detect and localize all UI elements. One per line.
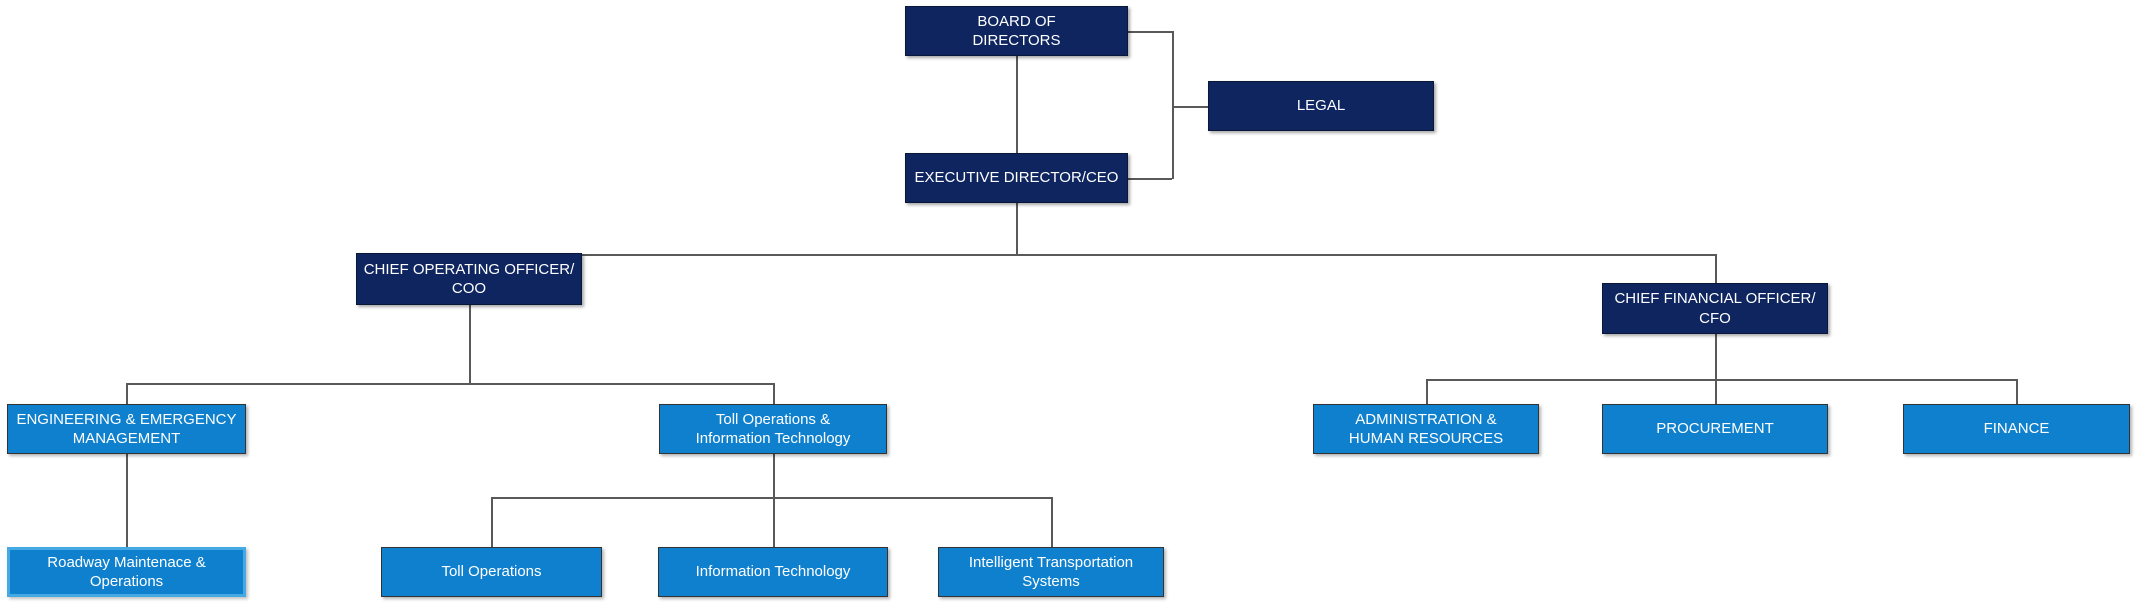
org-node-label-toll-operations-information-technology: Toll Operations & Information Technology [695, 410, 851, 448]
org-node-label-executive-director-ceo: EXECUTIVE DIRECTOR/CEO [914, 169, 1119, 187]
org-node-toll-operations[interactable]: Toll Operations [381, 547, 602, 597]
org-node-legal[interactable]: LEGAL [1208, 81, 1434, 131]
connector-toit-spine [491, 497, 1052, 499]
org-node-intelligent-transportation-systems[interactable]: Intelligent Transportation Systems [938, 547, 1164, 597]
org-node-chief-operating-officer-coo[interactable]: CHIEF OPERATING OFFICER/ COO [356, 253, 582, 305]
connector-toit-down [773, 454, 775, 498]
org-node-label-procurement: PROCUREMENT [1656, 420, 1774, 438]
connector-finance-drop [2016, 379, 2018, 404]
connector-cfo-down [1715, 334, 1717, 380]
org-node-label-administration-human-resources: ADMINISTRATION & HUMAN RESOURCES [1348, 410, 1504, 448]
connector-ceo-right-stub [1128, 178, 1172, 180]
org-node-roadway-maintenance-operations[interactable]: Roadway Maintenace & Operations [7, 547, 246, 597]
connector-cfo-spine [1426, 379, 2017, 381]
connector-eem-to-roadway [126, 454, 128, 547]
connector-eem-drop [126, 383, 128, 404]
org-node-label-chief-financial-officer-cfo: CHIEF FINANCIAL OFFICER/ CFO [1614, 290, 1816, 327]
org-node-board-of-directors[interactable]: BOARD OF DIRECTORS [905, 6, 1128, 56]
connector-legal-branch [1172, 106, 1208, 108]
connector-board-right-stub [1128, 31, 1172, 33]
org-node-procurement[interactable]: PROCUREMENT [1602, 404, 1828, 454]
connector-procurement-drop [1715, 379, 1717, 404]
connector-its-drop [1051, 497, 1053, 547]
org-node-information-technology[interactable]: Information Technology [658, 547, 888, 597]
org-node-label-legal: LEGAL [1296, 97, 1346, 115]
connector-exec-spine [469, 254, 1716, 256]
org-node-label-chief-operating-officer-coo: CHIEF OPERATING OFFICER/ COO [363, 260, 575, 298]
connector-ceo-drop [1016, 203, 1018, 255]
org-node-label-information-technology: Information Technology [695, 563, 851, 581]
org-node-executive-director-ceo[interactable]: EXECUTIVE DIRECTOR/CEO [905, 153, 1128, 203]
connector-coo-down [469, 305, 471, 384]
org-node-label-toll-operations: Toll Operations [441, 563, 542, 581]
connector-admin-drop [1426, 379, 1428, 404]
org-node-label-finance: FINANCE [1983, 420, 2050, 438]
org-node-label-engineering-emergency-management: ENGINEERING & EMERGENCY MANAGEMENT [16, 410, 237, 448]
connector-toit-drop [773, 383, 775, 404]
org-node-label-board-of-directors: BOARD OF DIRECTORS [972, 12, 1061, 50]
connector-tollops-drop [491, 497, 493, 547]
org-node-toll-operations-information-technology[interactable]: Toll Operations & Information Technology [659, 404, 887, 454]
org-node-chief-financial-officer-cfo[interactable]: CHIEF FINANCIAL OFFICER/ CFO [1602, 283, 1828, 334]
connector-it-drop [773, 497, 775, 547]
connector-legal-riser [1172, 31, 1174, 179]
connector-coo-spine [126, 383, 774, 385]
org-node-label-roadway-maintenance-operations: Roadway Maintenace & Operations [47, 553, 206, 591]
org-node-administration-human-resources[interactable]: ADMINISTRATION & HUMAN RESOURCES [1313, 404, 1539, 454]
org-node-finance[interactable]: FINANCE [1903, 404, 2130, 454]
connector-board-to-ceo [1016, 56, 1018, 153]
org-node-engineering-emergency-management[interactable]: ENGINEERING & EMERGENCY MANAGEMENT [7, 404, 246, 454]
org-node-label-intelligent-transportation-systems: Intelligent Transportation Systems [968, 553, 1134, 591]
connector-cfo-drop [1715, 254, 1717, 283]
